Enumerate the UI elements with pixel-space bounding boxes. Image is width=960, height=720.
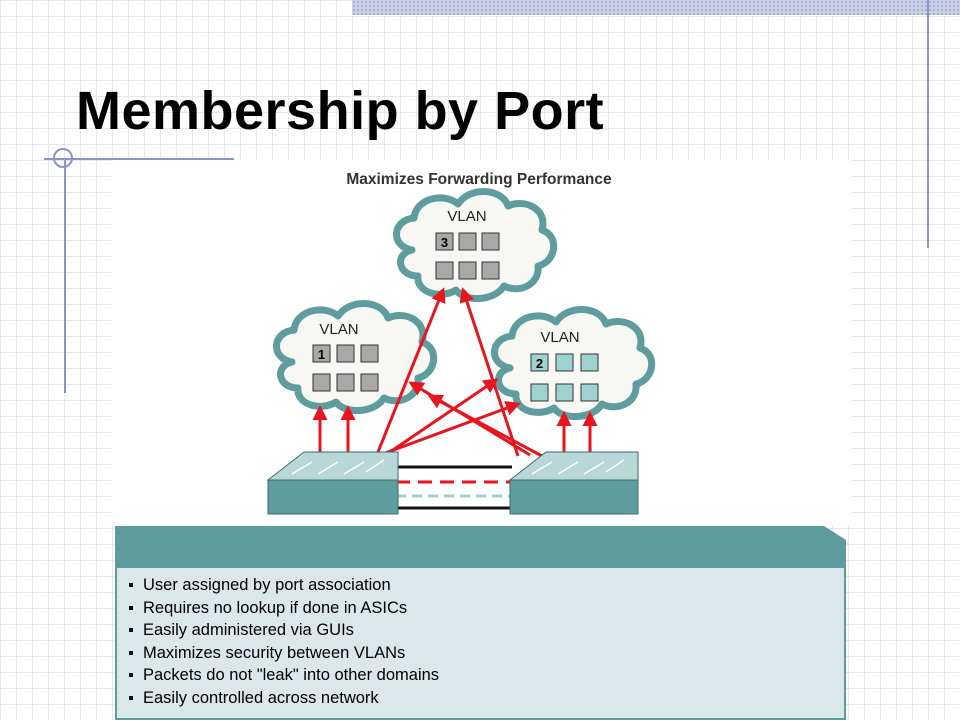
bullet-icon [129,673,133,678]
arrow-left-to-vlan3 [376,287,446,453]
vlan-1-port [336,344,355,363]
bullet-icon [129,628,133,633]
vlan-3-cloud: VLAN 3 [393,188,557,302]
top-decorative-band [352,0,960,15]
vlan-1-label: VLAN [319,321,358,338]
list-item: Packets do not "leak" into other domains [129,664,844,687]
vlan-3-number: 3 [441,235,448,250]
vlan-3-port [458,261,477,280]
bullet-icon [129,650,133,655]
benefits-list: User assigned by port association Requir… [117,568,844,709]
vlan-1-port [312,373,331,392]
title-underline [44,158,234,160]
vlan-3-port [458,232,477,251]
vlan-2-cloud: VLAN 2 [491,306,655,420]
vlan-diagram: Maximizes Forwarding Performance VLAN 3 … [266,171,655,515]
vlan-3-port [481,232,500,251]
vlan-1-port [312,344,331,363]
forwarding-arrows [312,287,598,458]
vlan-1-cloud: VLAN 1 [273,300,437,414]
list-item: Maximizes security between VLANs [129,642,844,665]
vlan-2-port [555,353,574,372]
list-item: Easily controlled across network [129,687,844,710]
vlan-1-port [336,373,355,392]
left-switch [266,451,399,515]
arrow-right-to-vlan3 [459,287,520,457]
left-decorative-line [64,158,66,393]
list-item: Requires no lookup if done in ASICs [129,597,844,620]
vlan-2-port [580,353,599,372]
bullet-icon [129,605,133,610]
vlan-1-port [360,373,379,392]
vlan-2-number: 2 [536,356,543,371]
vlan-2-port [555,383,574,402]
diagram-heading: Maximizes Forwarding Performance [346,171,612,188]
bullet-icon [129,583,133,588]
arrow-left-to-vlan2 [389,378,499,454]
vlan-1-port [360,344,379,363]
vlan-2-port [530,353,549,372]
bullet-icon [129,695,133,700]
vlan-3-port [435,261,454,280]
right-decorative-line [927,0,929,248]
benefits-panel: User assigned by port association Requir… [115,526,846,720]
list-item: Easily administered via GUIs [129,619,844,642]
vlan-3-port [481,261,500,280]
vlan-1-number: 1 [318,347,325,362]
vlan-3-port [435,232,454,251]
benefits-panel-header [115,526,846,566]
decorative-circle [53,148,73,168]
slide-title: Membership by Port [76,81,605,141]
vlan-2-label: VLAN [540,329,579,346]
list-item: User assigned by port association [129,574,844,597]
vlan-3-label: VLAN [447,208,486,225]
diagram-panel: Maximizes Forwarding Performance VLAN 3 … [112,160,852,526]
vlan-2-port [530,383,549,402]
benefits-panel-body: User assigned by port association Requir… [115,566,846,720]
right-switch [508,451,639,515]
vlan-2-port [580,383,599,402]
arrow-right-to-vlan1 [427,394,543,458]
arrow-left-to-vlan2 [379,401,521,457]
